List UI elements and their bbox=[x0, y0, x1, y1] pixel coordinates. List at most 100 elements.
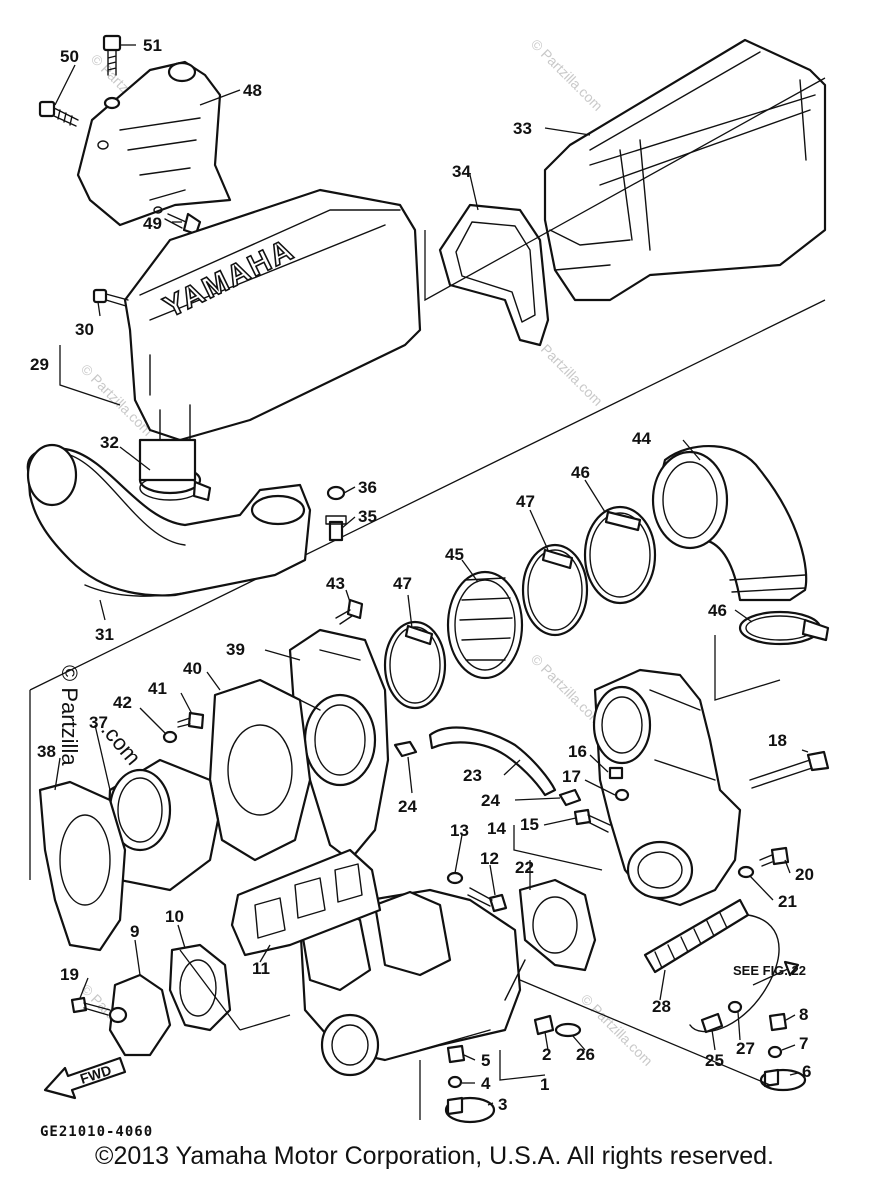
callout-14: 14 bbox=[487, 819, 506, 838]
gasket-22 bbox=[518, 878, 597, 972]
exhaust-system-diagram: © Partzilla.com © Partzilla.com © Partzi… bbox=[26, 34, 830, 1140]
gasket-11 bbox=[230, 848, 382, 957]
callout-48: 48 bbox=[243, 81, 262, 100]
callout-46-lower: 46 bbox=[708, 601, 727, 620]
callout-38: 38 bbox=[37, 742, 56, 761]
bolt-51 bbox=[102, 34, 122, 110]
gasket-38 bbox=[38, 780, 127, 952]
callout-46-upper: 46 bbox=[571, 463, 590, 482]
callout-19: 19 bbox=[60, 965, 79, 984]
hose-23 bbox=[428, 726, 557, 797]
clip-24-upper bbox=[393, 740, 418, 758]
bolt-5 bbox=[446, 1044, 466, 1064]
see-fig-arrow bbox=[752, 967, 791, 986]
callout-29: 29 bbox=[30, 355, 49, 374]
clip-24-lower bbox=[558, 788, 582, 807]
callout-42: 42 bbox=[113, 693, 132, 712]
callout-50: 50 bbox=[60, 47, 79, 66]
callout-20: 20 bbox=[795, 865, 814, 884]
assembly-bracket-line bbox=[29, 299, 826, 880]
bolt-41 bbox=[177, 711, 205, 730]
leader-lines bbox=[54, 44, 809, 1106]
callout-13: 13 bbox=[450, 821, 469, 840]
callout-24-upper: 24 bbox=[398, 797, 417, 816]
bolt-19 bbox=[70, 996, 111, 1016]
washer-7 bbox=[767, 1045, 783, 1059]
bolt-35 bbox=[325, 515, 347, 542]
callout-23: 23 bbox=[463, 766, 482, 785]
assembly-bracket-line bbox=[499, 1050, 546, 1081]
assembly-bracket-line bbox=[59, 345, 121, 406]
callout-4: 4 bbox=[481, 1074, 491, 1093]
callout-10: 10 bbox=[165, 907, 184, 926]
forward-arrow: FWD bbox=[43, 1056, 127, 1100]
assembly-bracket-line bbox=[714, 635, 781, 701]
callout-7: 7 bbox=[799, 1034, 808, 1053]
callout-18: 18 bbox=[768, 731, 787, 750]
callout-30: 30 bbox=[75, 320, 94, 339]
callout-27: 27 bbox=[736, 1039, 755, 1058]
bolt-2 bbox=[533, 1014, 555, 1036]
bracket-48 bbox=[76, 60, 232, 227]
callout-37: 37 bbox=[89, 713, 108, 732]
callout-31: 31 bbox=[95, 625, 114, 644]
callout-35: 35 bbox=[358, 507, 377, 526]
assembly-bracket-line bbox=[179, 949, 291, 1031]
see-fig-arrowhead bbox=[783, 960, 800, 977]
drawing-code: GE21010-4060 bbox=[40, 1124, 153, 1140]
clamp-6 bbox=[759, 1068, 807, 1092]
callout-43: 43 bbox=[326, 574, 345, 593]
exhaust-pipe-37 bbox=[106, 758, 220, 892]
washer-21 bbox=[737, 865, 755, 879]
callout-16: 16 bbox=[568, 742, 587, 761]
clamp-47-lower bbox=[383, 620, 447, 710]
clamp-3 bbox=[444, 1096, 496, 1124]
copyright-notice: ©2013 Yamaha Motor Corporation, U.S.A. A… bbox=[95, 1142, 774, 1170]
hose-28 bbox=[643, 898, 780, 1033]
bolt-12 bbox=[467, 887, 508, 913]
callout-26: 26 bbox=[576, 1045, 595, 1064]
callout-15: 15 bbox=[520, 815, 539, 834]
callout-39: 39 bbox=[226, 640, 245, 659]
bolt-8 bbox=[768, 1012, 788, 1032]
assembly-bracket-line bbox=[424, 77, 826, 302]
callout-51: 51 bbox=[143, 36, 162, 55]
bolt-20 bbox=[759, 846, 790, 867]
watermark: © Partzilla.com bbox=[528, 36, 606, 114]
muffler-29: YAMAHA bbox=[123, 188, 422, 442]
callout-41: 41 bbox=[148, 679, 167, 698]
callout-labels: 51 50 48 49 30 29 33 34 32 36 35 31 44 4… bbox=[30, 36, 814, 1114]
callout-5: 5 bbox=[481, 1051, 490, 1070]
bolt-43 bbox=[335, 598, 364, 625]
washer-13 bbox=[446, 871, 464, 885]
callout-8: 8 bbox=[799, 1005, 808, 1024]
callout-45: 45 bbox=[445, 545, 464, 564]
washer-42 bbox=[162, 730, 178, 744]
callout-24-lower: 24 bbox=[481, 791, 500, 810]
gasket-10 bbox=[168, 943, 232, 1032]
callout-34: 34 bbox=[452, 162, 471, 181]
bolt-18 bbox=[749, 750, 830, 789]
hose-45 bbox=[446, 570, 524, 680]
callout-28: 28 bbox=[652, 997, 671, 1016]
clamp-46-lower bbox=[738, 610, 830, 646]
callout-40: 40 bbox=[183, 659, 202, 678]
joint-25 bbox=[700, 1012, 724, 1034]
bolt-16 bbox=[608, 766, 624, 780]
elbow-44 bbox=[651, 444, 808, 602]
see-figure-note: SEE FIG. 22 bbox=[733, 963, 806, 978]
callout-9: 9 bbox=[130, 922, 139, 941]
callout-6: 6 bbox=[802, 1062, 811, 1081]
clip-27 bbox=[727, 1000, 743, 1014]
cap-9 bbox=[108, 973, 172, 1057]
assembly-bracket-line bbox=[519, 979, 771, 1086]
callout-47-upper: 47 bbox=[516, 492, 535, 511]
clamp-47-upper bbox=[521, 543, 589, 637]
callout-1: 1 bbox=[540, 1075, 549, 1094]
callout-25: 25 bbox=[705, 1051, 724, 1070]
callout-22: 22 bbox=[515, 858, 534, 877]
gasket-36 bbox=[326, 485, 346, 501]
callout-49: 49 bbox=[143, 214, 162, 233]
callout-3: 3 bbox=[498, 1095, 507, 1114]
